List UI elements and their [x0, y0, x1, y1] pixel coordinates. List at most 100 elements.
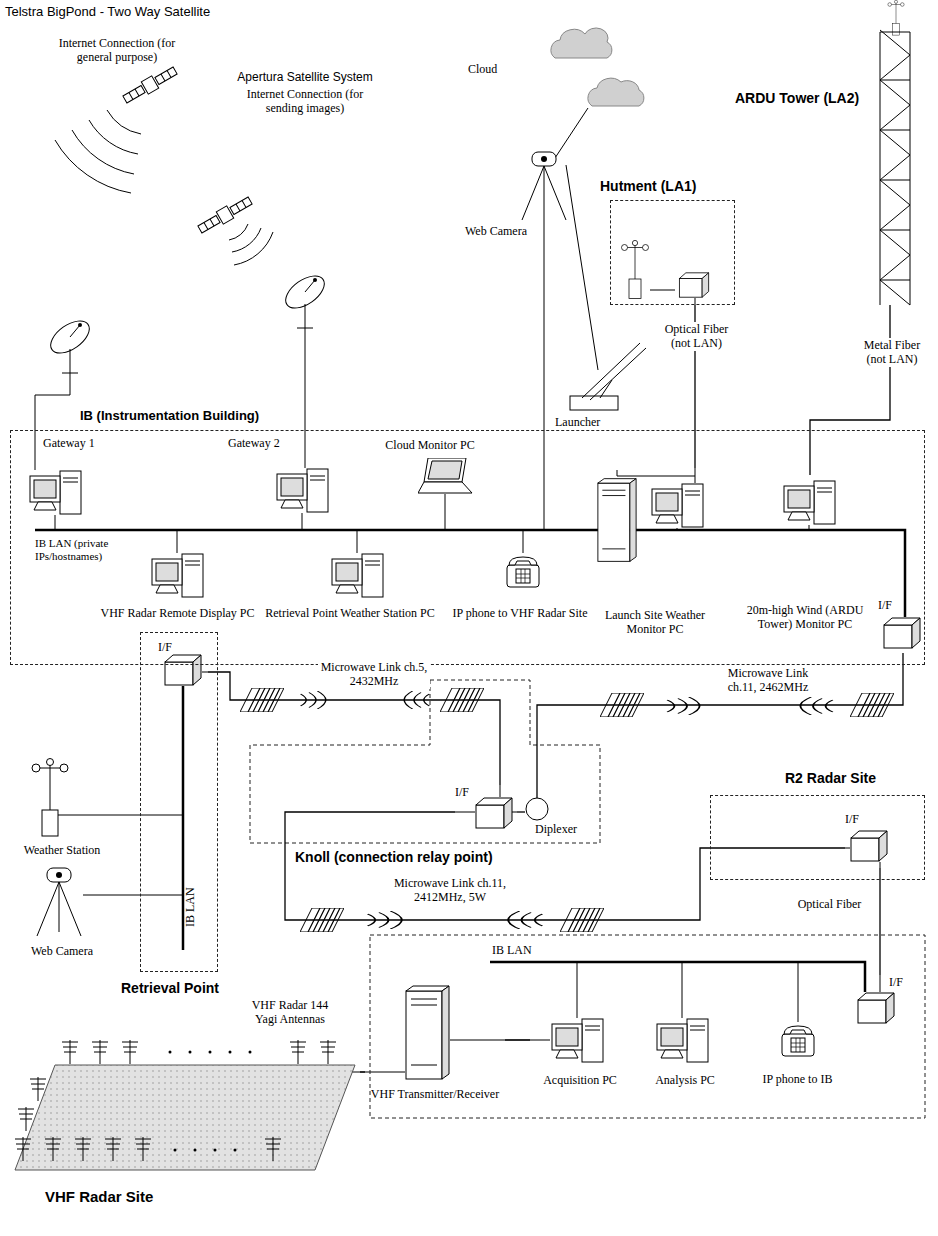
- antenna-field: [229, 1051, 232, 1054]
- node-text: I/F: [455, 785, 475, 799]
- ip-phone-icon: [782, 1026, 814, 1056]
- interface-box: [165, 618, 920, 1023]
- satellite-dish: [35, 270, 330, 470]
- region-frame: [610, 200, 735, 305]
- satellite-dish: [45, 315, 95, 373]
- node-text: Knoll (connection relay point): [295, 849, 555, 866]
- connector-label: Microwave Link ch.11, 2412MHz, 5W: [388, 876, 512, 905]
- connector-label: Microwave Link ch.11, 2462MHz: [712, 666, 824, 695]
- device-node: Gateway 2: [228, 436, 328, 524]
- link-line: [810, 305, 890, 475]
- site-region: R2 Radar SiteI/F: [705, 770, 927, 882]
- antenna-field: [122, 1040, 138, 1064]
- satellite: [121, 64, 253, 235]
- link-line: [360, 1071, 365, 1072]
- node-text: I/F: [158, 640, 178, 654]
- node-text: IB (Instrumentation Building): [80, 408, 340, 424]
- node-text: IP phone to VHF Radar Site: [445, 606, 595, 620]
- microwave-antenna: [240, 688, 894, 932]
- ip-phone-icon: [507, 557, 814, 1056]
- relay-region: Knoll (connection relay point) I/F Diplexe…: [245, 665, 605, 867]
- node-text: Web Camera: [12, 944, 112, 958]
- node-text: Gateway 2: [228, 436, 298, 450]
- node-text: Cloud Monitor PC: [368, 438, 492, 452]
- connector-label: Microwave Link ch.5, 2432MHz: [318, 660, 430, 689]
- node-subtext: Internet Connection (for sending images): [245, 87, 365, 116]
- connector-label: Optical Fiber (not LAN): [652, 322, 741, 351]
- antenna-field: [15, 1065, 355, 1170]
- lan-bus: [58, 672, 208, 895]
- interface-node: I/F: [455, 785, 517, 835]
- region-frame: [710, 795, 925, 880]
- lan-bus: [455, 785, 880, 992]
- computer-icon: [152, 554, 203, 597]
- computer-icon: [657, 1019, 708, 1062]
- interface-node: I/F: [845, 812, 895, 868]
- region-frame: [140, 632, 218, 972]
- radio-waves: [229, 224, 273, 265]
- hutment-box: [650, 290, 695, 305]
- cloud-shape: [588, 78, 644, 106]
- antenna-field: [194, 1149, 197, 1152]
- computer-icon: [598, 479, 636, 562]
- anemometer: [32, 759, 68, 837]
- computer-icon: [418, 458, 472, 493]
- link-line: [208, 672, 500, 785]
- lan-bus: [352, 1040, 550, 1072]
- device-node: IP phone to IB: [745, 1020, 850, 1092]
- building-region: IB (Instrumentation Building)Gateway 1Ga…: [10, 405, 925, 665]
- node-text: Hutment (LA1): [600, 178, 740, 195]
- antenna-field: [234, 1149, 237, 1152]
- node-text: Acquisition PC: [530, 1073, 630, 1087]
- interface-box: [165, 655, 201, 685]
- satellite-dish: [35, 328, 305, 470]
- satellite-dish: [280, 270, 330, 328]
- node-text: Telstra BigPond - Two Way Satellite: [5, 4, 245, 20]
- link-line: [285, 812, 845, 920]
- link-line: [505, 1039, 530, 1040]
- lan-bus: [55, 216, 809, 553]
- node-text: I/F: [878, 598, 898, 612]
- lan-bus: [35, 216, 905, 1072]
- device-node: Web Camera: [12, 866, 112, 966]
- node-text: Retrieval Point: [115, 980, 225, 997]
- cloud-shape: [551, 28, 644, 106]
- site-region: Retrieval Point I/F: [115, 632, 225, 1002]
- antenna-field: [214, 1149, 217, 1152]
- tower-lattice: [880, 30, 910, 305]
- launcher-label: Launcher: [555, 415, 615, 429]
- ip-phone-icon: [507, 557, 539, 587]
- interface-node: I/F: [878, 598, 923, 653]
- cloud-label: Cloud: [468, 62, 518, 76]
- satellite-node: Apertura Satellite SystemInternet Connec…: [210, 70, 400, 118]
- node-text: 20m-high Wind (ARDU Tower) Monitor PC: [745, 603, 865, 632]
- device-node: Acquisition PC: [530, 1015, 630, 1090]
- site-heading: VHF Radar Site: [45, 1188, 225, 1206]
- launcher-symbol: [582, 343, 646, 400]
- antenna-field: [45, 1137, 61, 1161]
- hutment-box: [679, 273, 708, 297]
- camera-node: Web Camera: [465, 150, 570, 242]
- device-node: Cloud Monitor PC: [368, 438, 492, 498]
- node-text: IP phone to IB: [745, 1072, 850, 1086]
- web-camera-icon: [37, 152, 566, 936]
- node-subtext: Internet Connection (for general purpose…: [57, 36, 177, 65]
- cloud-shape: [551, 28, 612, 58]
- tower-lattice: [880, 80, 910, 280]
- interface-node: I/F: [158, 640, 208, 696]
- antenna-field: [92, 1040, 108, 1064]
- device-node: VHF Transmitter/Receiver: [365, 980, 505, 1105]
- node-text: Weather Station: [12, 843, 112, 857]
- anemometer: [888, 0, 904, 35]
- tower-node: ARDU Tower (LA2): [730, 5, 935, 305]
- interface-box: [851, 831, 887, 861]
- diplexer-node: Diplexer: [525, 798, 587, 840]
- computer-icon: [652, 484, 703, 527]
- antenna-field: [62, 1040, 78, 1064]
- lan-label: IB LAN: [492, 943, 552, 957]
- node-text: Analysis PC: [640, 1073, 730, 1087]
- node-text: VHF Radar 144 Yagi Antennas: [240, 998, 340, 1027]
- antenna-field: [75, 1137, 91, 1161]
- diplexer-circle: [526, 798, 548, 820]
- anemometer: [622, 240, 649, 298]
